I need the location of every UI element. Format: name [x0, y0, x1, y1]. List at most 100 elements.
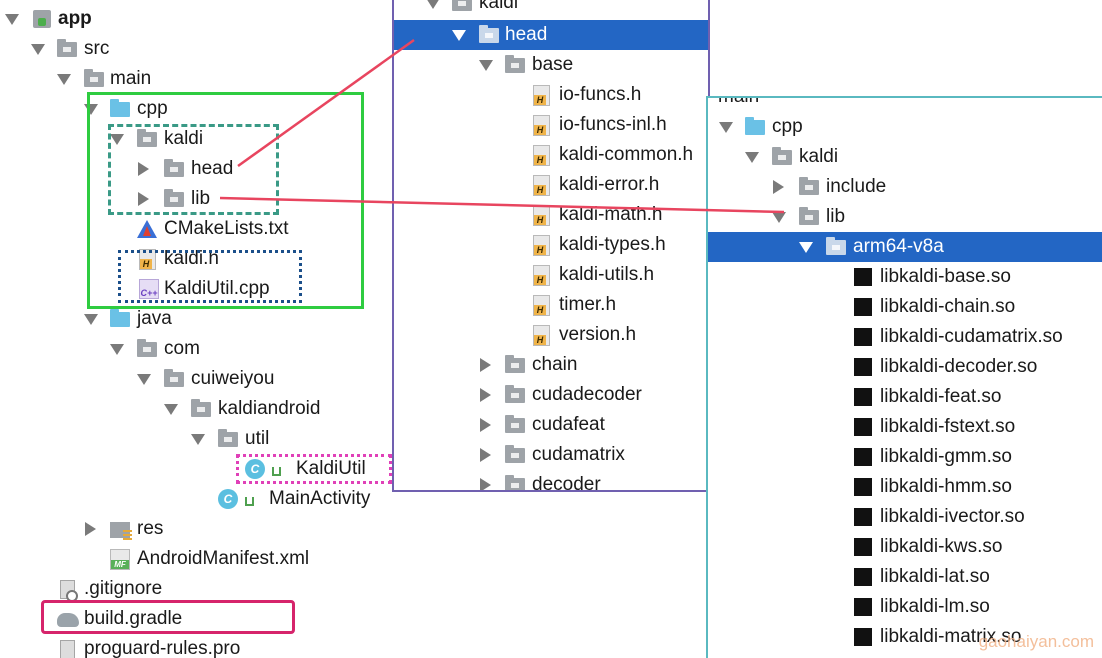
tree-item-cmakelists[interactable]: CMakeLists.txt — [0, 214, 392, 244]
tree-item-arm64-v8a-selected[interactable]: arm64-v8a — [708, 232, 1102, 262]
collapse-arrow-icon[interactable] — [772, 212, 786, 223]
tree-item-cuiweiyou[interactable]: cuiweiyou — [0, 364, 392, 394]
tree-item-java[interactable]: java — [0, 304, 392, 334]
tree-item-kaldiandroid[interactable]: kaldiandroid — [0, 394, 392, 424]
tree-item-header-file[interactable]: H timer.h — [394, 290, 708, 320]
collapse-arrow-icon[interactable] — [452, 30, 466, 41]
tree-item-main[interactable]: main — [708, 98, 1102, 112]
expand-arrow-icon[interactable] — [480, 358, 491, 372]
tree-item-so-file[interactable]: libkaldi-feat.so — [708, 382, 1102, 412]
tree-item-label: head — [191, 158, 234, 179]
tree-item-mainactivity[interactable]: C MainActivity — [0, 484, 392, 514]
tree-item-so-file[interactable]: libkaldi-fstext.so — [708, 412, 1102, 442]
collapse-arrow-icon[interactable] — [137, 374, 151, 385]
tree-item-util[interactable]: util — [0, 424, 392, 454]
tree-item-so-file[interactable]: libkaldi-lm.so — [708, 592, 1102, 622]
tree-item-cpp[interactable]: cpp — [708, 112, 1102, 142]
tree-item-so-file[interactable]: libkaldi-ivector.so — [708, 502, 1102, 532]
tree-item-label: lib — [191, 188, 211, 209]
collapse-arrow-icon[interactable] — [31, 44, 45, 55]
tree-item-src[interactable]: src — [0, 34, 392, 64]
expand-arrow-icon[interactable] — [480, 418, 491, 432]
tree-item-so-file[interactable]: libkaldi-chain.so — [708, 292, 1102, 322]
tree-item-label: build.gradle — [84, 608, 183, 629]
tree-item-header-file[interactable]: H kaldi-common.h — [394, 140, 708, 170]
tree-item-so-file[interactable]: libkaldi-decoder.so — [708, 352, 1102, 382]
tree-item-header-file[interactable]: H kaldi-error.h — [394, 170, 708, 200]
collapse-arrow-icon[interactable] — [479, 60, 493, 71]
tree-item-header-file[interactable]: H io-funcs.h — [394, 80, 708, 110]
tree-item-cpp[interactable]: cpp — [0, 94, 392, 124]
collapse-arrow-icon[interactable] — [719, 122, 733, 133]
tree-item-lib[interactable]: lib — [0, 184, 392, 214]
tree-item-so-file[interactable]: libkaldi-hmm.so — [708, 472, 1102, 502]
folder-icon — [137, 129, 157, 147]
tree-item-header-file[interactable]: H kaldi-types.h — [394, 230, 708, 260]
collapse-arrow-icon[interactable] — [164, 404, 178, 415]
tree-item-androidmanifest[interactable]: MF AndroidManifest.xml — [0, 544, 392, 574]
tree-item-com[interactable]: com — [0, 334, 392, 364]
tree-item-label: kaldi — [164, 128, 204, 149]
tree-item-main[interactable]: main — [0, 64, 392, 94]
tree-item-include[interactable]: include — [708, 172, 1102, 202]
tree-item-lib[interactable]: lib — [708, 202, 1102, 232]
collapse-arrow-icon[interactable] — [426, 0, 440, 9]
tree-item-head-selected[interactable]: head — [394, 20, 708, 50]
tree-item-so-file[interactable]: libkaldi-gmm.so — [708, 442, 1102, 472]
tree-item-header-file[interactable]: H kaldi-math.h — [394, 200, 708, 230]
tree-item-so-file[interactable]: libkaldi-base.so — [708, 262, 1102, 292]
tree-item-head[interactable]: head — [0, 154, 392, 184]
collapse-arrow-icon[interactable] — [5, 14, 19, 25]
tree-item-header-file[interactable]: H io-funcs-inl.h — [394, 110, 708, 140]
lock-icon — [272, 467, 281, 476]
collapse-arrow-icon[interactable] — [745, 152, 759, 163]
expand-arrow-icon[interactable] — [480, 448, 491, 462]
collapse-arrow-icon[interactable] — [84, 314, 98, 325]
binary-file-icon — [854, 388, 872, 406]
collapse-arrow-icon[interactable] — [191, 434, 205, 445]
tree-item-gitignore[interactable]: .gitignore — [0, 574, 392, 604]
tree-item-header-file[interactable]: H kaldi-utils.h — [394, 260, 708, 290]
tree-item-cudafeat[interactable]: cudafeat — [394, 410, 708, 440]
tree-item-app[interactable]: app — [0, 4, 392, 34]
collapse-arrow-icon[interactable] — [110, 344, 124, 355]
tree-item-base[interactable]: base — [394, 50, 708, 80]
tree-item-res[interactable]: res — [0, 514, 392, 544]
expand-arrow-icon[interactable] — [138, 192, 149, 206]
tree-item-so-file[interactable]: libkaldi-kws.so — [708, 532, 1102, 562]
tree-item-kaldiutil-class[interactable]: C KaldiUtil — [0, 454, 392, 484]
tree-item-kaldi[interactable]: kaldi — [708, 142, 1102, 172]
tree-item-header-file[interactable]: H version.h — [394, 320, 708, 350]
tree-item-decoder[interactable]: decoder — [394, 470, 708, 490]
header-file-icon: H — [139, 249, 156, 270]
middle-head-tree: kaldi head base H io-funcs.h H io-funcs-… — [392, 0, 710, 492]
tree-item-build-gradle[interactable]: build.gradle — [0, 604, 392, 634]
collapse-arrow-icon[interactable] — [799, 242, 813, 253]
expand-arrow-icon[interactable] — [138, 162, 149, 176]
expand-arrow-icon[interactable] — [773, 180, 784, 194]
tree-item-so-file[interactable]: libkaldi-lat.so — [708, 562, 1102, 592]
expand-arrow-icon[interactable] — [480, 478, 491, 490]
binary-file-icon — [854, 358, 872, 376]
watermark: gaohaiyan.com — [978, 632, 1094, 651]
tree-item-kaldiutil-cpp[interactable]: C++ KaldiUtil.cpp — [0, 274, 392, 304]
tree-item-kaldi[interactable]: kaldi — [394, 0, 708, 18]
header-file-icon: H — [533, 145, 550, 166]
tree-item-label: lib — [826, 206, 846, 227]
binary-file-icon — [854, 328, 872, 346]
tree-item-cudamatrix[interactable]: cudamatrix — [394, 440, 708, 470]
tree-item-so-file[interactable]: libkaldi-cudamatrix.so — [708, 322, 1102, 352]
tree-item-chain[interactable]: chain — [394, 350, 708, 380]
tree-item-kaldi[interactable]: kaldi — [0, 124, 392, 154]
expand-arrow-icon[interactable] — [85, 522, 96, 536]
collapse-arrow-icon[interactable] — [110, 134, 124, 145]
collapse-arrow-icon[interactable] — [57, 74, 71, 85]
tree-item-kaldi-h[interactable]: H kaldi.h — [0, 244, 392, 274]
tree-item-so-file[interactable]: libkaldi-matrix.so — [708, 622, 1102, 652]
tree-item-proguard[interactable]: proguard-rules.pro — [0, 634, 392, 658]
tree-item-label: main — [110, 68, 152, 89]
collapse-arrow-icon[interactable] — [84, 104, 98, 115]
header-file-icon: H — [533, 295, 550, 316]
tree-item-cudadecoder[interactable]: cudadecoder — [394, 380, 708, 410]
expand-arrow-icon[interactable] — [480, 388, 491, 402]
